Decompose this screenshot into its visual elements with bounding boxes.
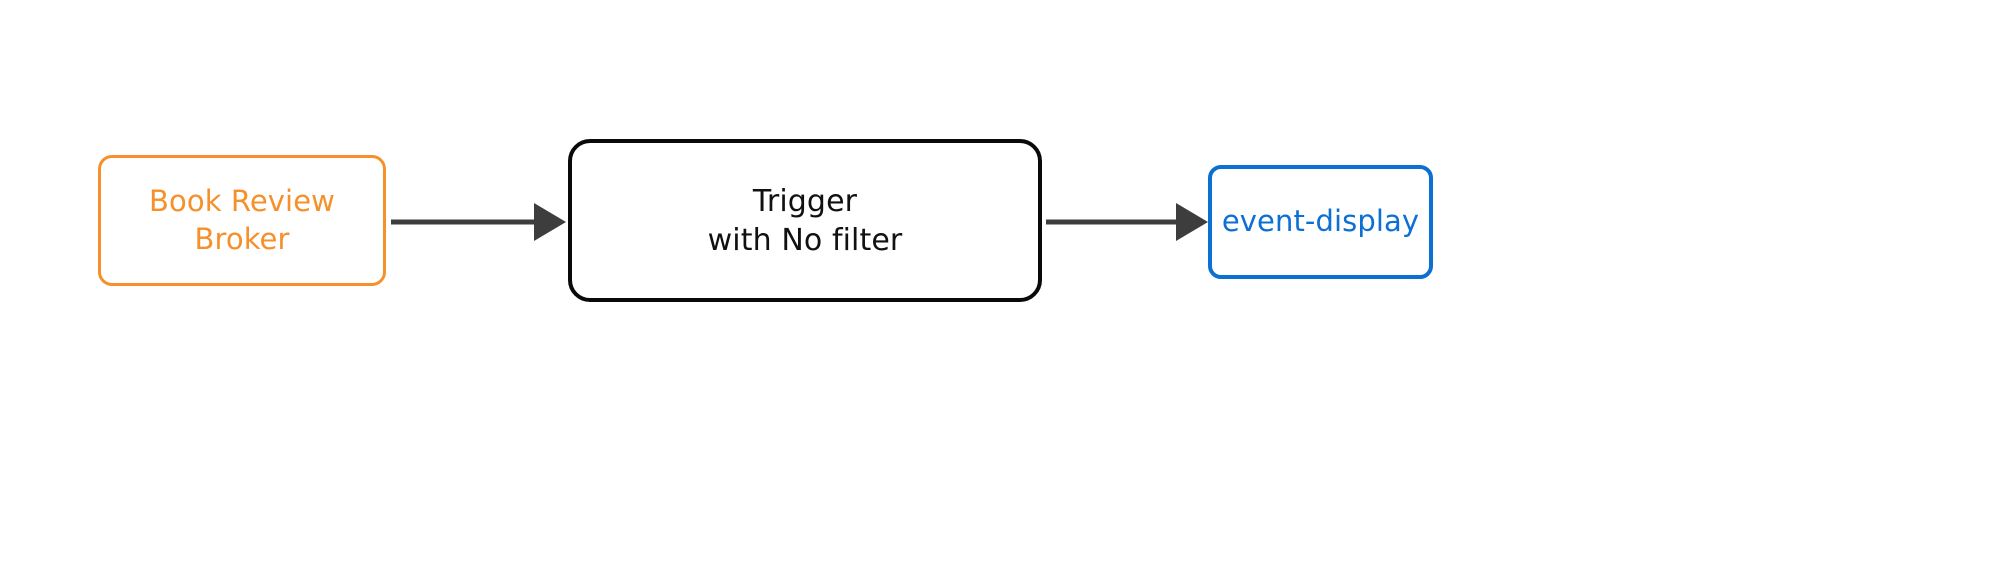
node-trigger-no-filter-label: Trigger with No filter — [707, 183, 903, 258]
node-event-display[interactable]: event-display — [1208, 165, 1433, 279]
edge-source-to-trigger-arrowhead — [534, 203, 566, 241]
edge-trigger-to-sink-arrowhead — [1176, 203, 1208, 241]
node-trigger-no-filter[interactable]: Trigger with No filter — [568, 139, 1042, 302]
node-event-display-label: event-display — [1221, 204, 1420, 239]
node-book-review-broker[interactable]: Book Review Broker — [98, 155, 386, 286]
node-book-review-broker-label: Book Review Broker — [149, 183, 335, 256]
